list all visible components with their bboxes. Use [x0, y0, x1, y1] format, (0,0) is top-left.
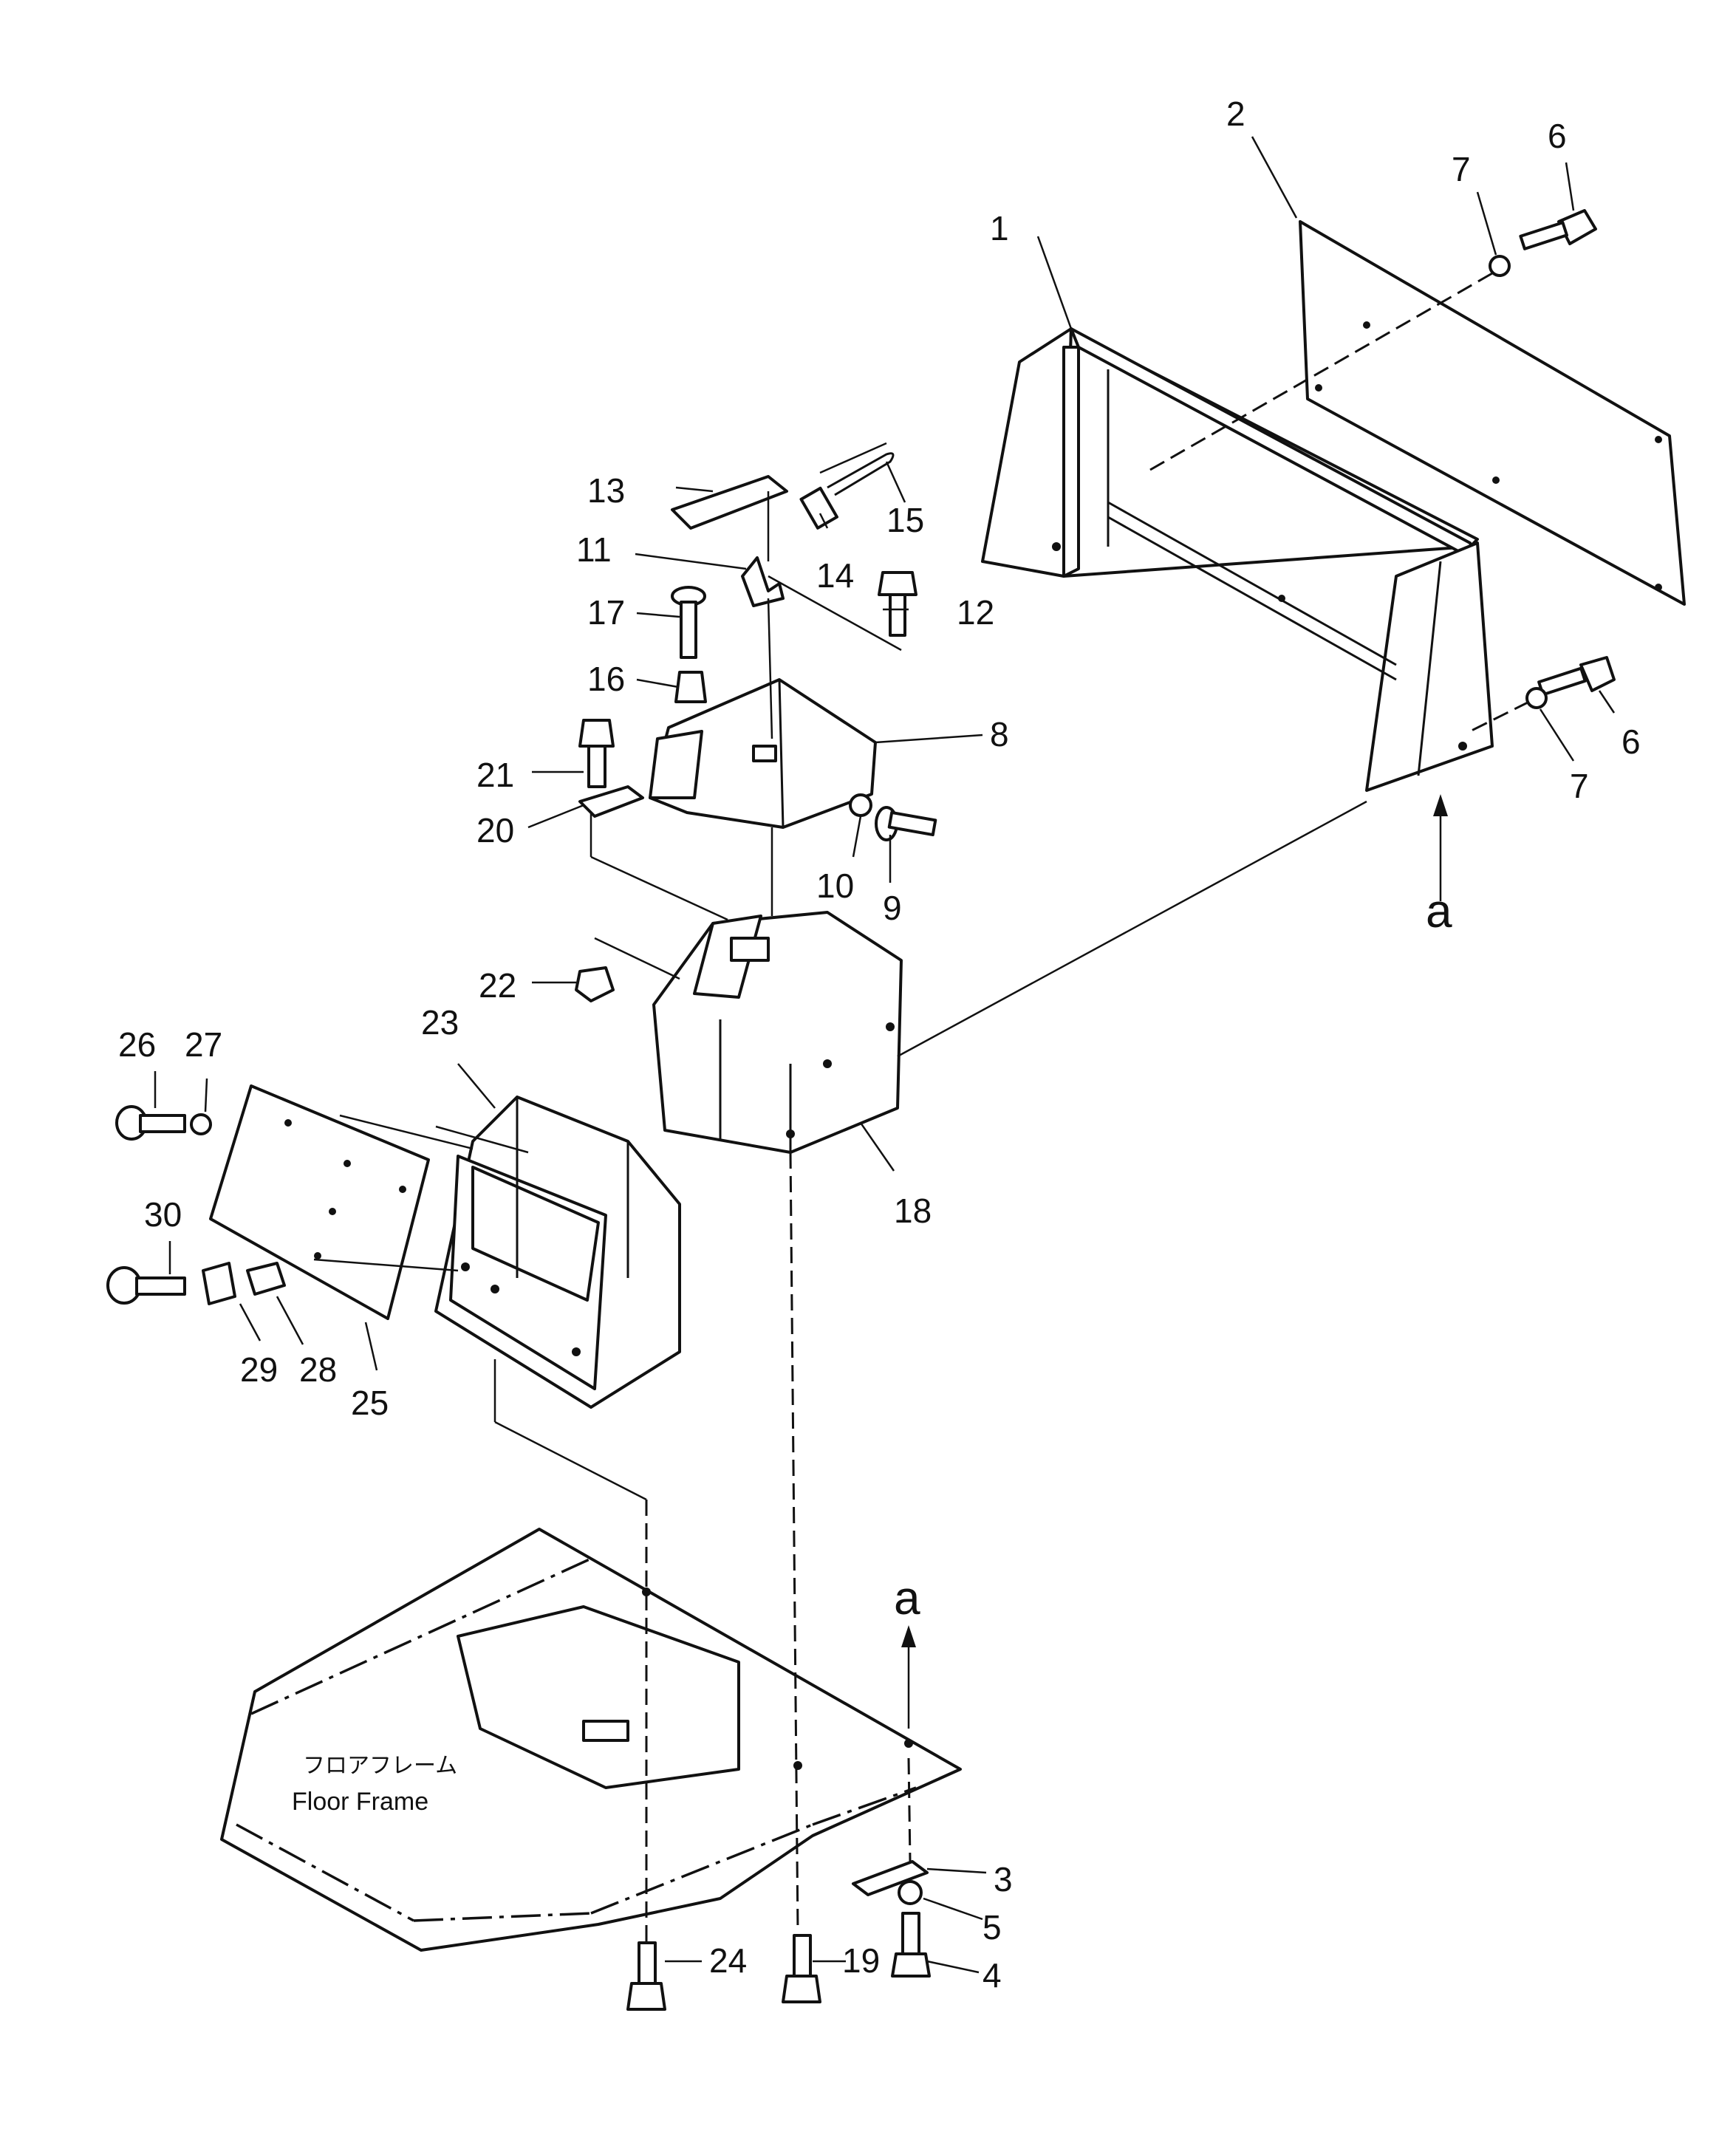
callout-28: 28	[299, 1350, 337, 1389]
washer-10	[849, 793, 872, 817]
bracket-11	[741, 556, 785, 607]
callout-19: 19	[842, 1941, 880, 1980]
part-2-cover-plate	[1299, 220, 1686, 606]
callout-12: 12	[957, 593, 994, 632]
fasteners	[106, 209, 1616, 2011]
callout-8: 8	[990, 715, 1009, 753]
callout-20: 20	[476, 811, 514, 850]
part-1-frame	[981, 327, 1494, 792]
washer-27	[190, 1113, 212, 1135]
callout-29: 29	[240, 1350, 278, 1389]
assembly-lines	[313, 272, 1530, 1943]
callout-15: 15	[886, 501, 924, 539]
callout-14: 14	[816, 556, 854, 595]
callout-leaders	[154, 136, 1616, 1974]
collar-16	[674, 671, 707, 703]
callout-16: 16	[587, 660, 625, 698]
bolt-24	[626, 1941, 666, 2011]
callout-3: 3	[994, 1860, 1013, 1898]
view-marker-lower-label: a	[894, 1571, 920, 1624]
bolt-6-upper	[1519, 209, 1597, 250]
bolt-19	[782, 1934, 821, 2003]
callout-23: 23	[421, 1003, 459, 1042]
callout-7-upper: 7	[1452, 150, 1471, 188]
bolt-12	[878, 571, 917, 637]
nut-22	[575, 966, 615, 1002]
view-marker-upper-label: a	[1426, 884, 1452, 937]
callout-22: 22	[479, 966, 516, 1005]
callout-30: 30	[144, 1195, 182, 1234]
plate-20	[578, 785, 644, 818]
callout-numbers: 1 2 3 4 5 6 6 7 7 8 9 10 11 12 13 14 15 …	[118, 95, 1641, 1995]
part-23-front-box	[434, 1096, 681, 1409]
plate-28	[246, 1262, 286, 1296]
callout-26: 26	[118, 1025, 156, 1064]
pin-14	[799, 486, 838, 530]
floor-frame-label-en: Floor Frame	[292, 1788, 428, 1816]
washer-7-lower	[1525, 687, 1548, 709]
callout-18: 18	[894, 1192, 932, 1230]
bracket-29	[202, 1262, 236, 1305]
bolt-26	[115, 1105, 186, 1141]
callout-21: 21	[476, 756, 514, 794]
washer-5	[898, 1880, 923, 1905]
callout-2: 2	[1226, 95, 1245, 133]
floor-frame-label-jp: フロアフレーム	[303, 1753, 457, 1779]
bolt-9	[875, 806, 937, 841]
view-marker-lower: a	[894, 1571, 920, 1729]
plate-3	[852, 1860, 929, 1896]
callout-13: 13	[587, 471, 625, 510]
callout-11: 11	[576, 530, 612, 569]
callout-24: 24	[709, 1941, 747, 1980]
washer-7-upper	[1489, 255, 1511, 277]
callout-6-lower: 6	[1621, 722, 1641, 761]
part-18-lower-box	[652, 911, 903, 1154]
callout-4: 4	[983, 1956, 1002, 1995]
callout-17: 17	[587, 593, 625, 632]
callout-27: 27	[185, 1025, 222, 1064]
callout-6-upper: 6	[1548, 117, 1567, 155]
callout-5: 5	[983, 1908, 1002, 1947]
part-8-upper-box	[649, 678, 877, 829]
plate-13	[671, 475, 788, 530]
part-25-front-panel	[209, 1084, 430, 1320]
bolt-21	[578, 719, 615, 788]
cotter-15	[827, 452, 895, 496]
bolt-17	[671, 586, 706, 659]
callout-1: 1	[990, 209, 1009, 247]
bolt-30	[106, 1266, 186, 1305]
floor-frame: フロアフレーム Floor Frame	[220, 1528, 962, 1952]
callout-9: 9	[883, 889, 902, 927]
bolt-4	[891, 1912, 931, 1978]
bolt-6-lower	[1537, 656, 1616, 697]
callout-7-lower: 7	[1570, 767, 1589, 805]
view-marker-upper: a	[1426, 794, 1452, 937]
callout-25: 25	[351, 1384, 389, 1422]
callout-10: 10	[816, 867, 854, 905]
